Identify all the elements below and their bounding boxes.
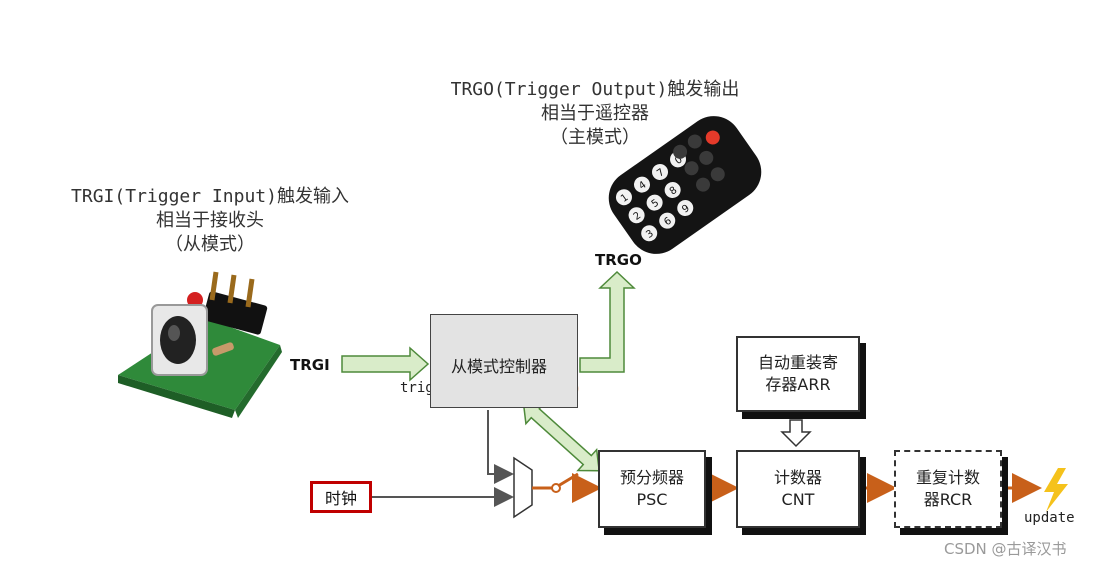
remote-key-label-9: 9 <box>680 203 692 216</box>
remote-key-5 <box>646 194 663 211</box>
remote-function-key <box>710 167 725 182</box>
remote-function-key <box>696 177 711 192</box>
controller-to-mux-wire <box>487 410 514 484</box>
remote-function-key <box>687 134 702 149</box>
cnt-block: 计数器 CNT <box>736 450 860 528</box>
remote-key-4 <box>633 176 650 193</box>
cnt-label-line2: CNT <box>781 490 815 509</box>
arr-block: 自动重装寄 存器ARR <box>736 336 860 412</box>
remote-caption-line1: TRGO(Trigger Output)触发输出 <box>450 79 740 100</box>
arr-to-cnt-arrow <box>780 419 812 448</box>
rcr-label-line2: 器RCR <box>923 490 973 509</box>
remote-key-label-6: 6 <box>662 216 674 229</box>
trgo-label: TRGO <box>595 251 642 269</box>
remote-control-image: 123 456 789 0 <box>608 116 762 254</box>
remote-caption: TRGO(Trigger Output)触发输出 相当于遥控器 （主模式） <box>420 78 770 150</box>
receiver-caption-line3: （从模式） <box>165 234 255 255</box>
remote-function-key <box>699 150 714 165</box>
remote-key-8 <box>664 181 681 198</box>
remote-key-label-1: 1 <box>619 192 631 205</box>
psc-label-line1: 预分频器 <box>619 468 684 487</box>
remote-key-label-4: 4 <box>637 179 649 192</box>
clock-label: 时钟 <box>324 489 357 508</box>
remote-key-label-8: 8 <box>668 185 680 198</box>
rcr-label-line1: 重复计数 <box>915 468 980 487</box>
remote-function-key <box>684 161 699 176</box>
remote-key-6 <box>659 212 676 229</box>
watermark: CSDN @古译汉书 <box>944 540 1067 558</box>
remote-key-9 <box>677 200 694 217</box>
remote-function-key <box>673 144 688 159</box>
arr-label-line1: 自动重装寄 <box>757 353 838 372</box>
receiver-module-image <box>118 271 282 418</box>
remote-key-label-2: 2 <box>632 210 644 223</box>
psc-label-line2: PSC <box>636 490 668 509</box>
arr-label-line2: 存器ARR <box>765 375 831 394</box>
receiver-caption: TRGI(Trigger Input)触发输入 相当于接收头 （从模式） <box>40 185 380 257</box>
cnt-label-line1: 计数器 <box>773 468 822 487</box>
mux-switch-wire <box>532 472 602 503</box>
rcr-block: 重复计数 器RCR <box>894 450 1002 528</box>
remote-key-2 <box>628 207 645 224</box>
trgi-label: TRGI <box>290 356 330 374</box>
psc-block: 预分频器 PSC <box>598 450 706 528</box>
receiver-caption-line1: TRGI(Trigger Input)触发输入 <box>71 186 349 207</box>
receiver-caption-line2: 相当于接收头 <box>156 210 264 231</box>
remote-key-3 <box>641 225 658 242</box>
remote-key-label-7: 7 <box>655 167 667 180</box>
trgi-right-arrow <box>341 346 430 382</box>
trgo-up-arrow <box>579 270 636 373</box>
slave-mode-controller-label: 从模式控制器 <box>451 357 548 376</box>
remote-key-label-3: 3 <box>644 228 656 241</box>
remote-key-label-0: 0 <box>673 154 685 167</box>
remote-key-7 <box>652 163 669 180</box>
slave-mode-controller-block: 从模式控制器 <box>430 314 578 408</box>
update-label: update <box>1024 510 1075 526</box>
remote-caption-line3: （主模式） <box>550 127 640 148</box>
remote-key-1 <box>615 189 632 206</box>
remote-caption-line2: 相当于遥控器 <box>541 103 649 124</box>
update-lightning-icon <box>1044 468 1068 512</box>
remote-key-label-5: 5 <box>650 198 662 211</box>
clock-mux <box>513 456 533 519</box>
clock-block: 时钟 <box>310 481 372 513</box>
